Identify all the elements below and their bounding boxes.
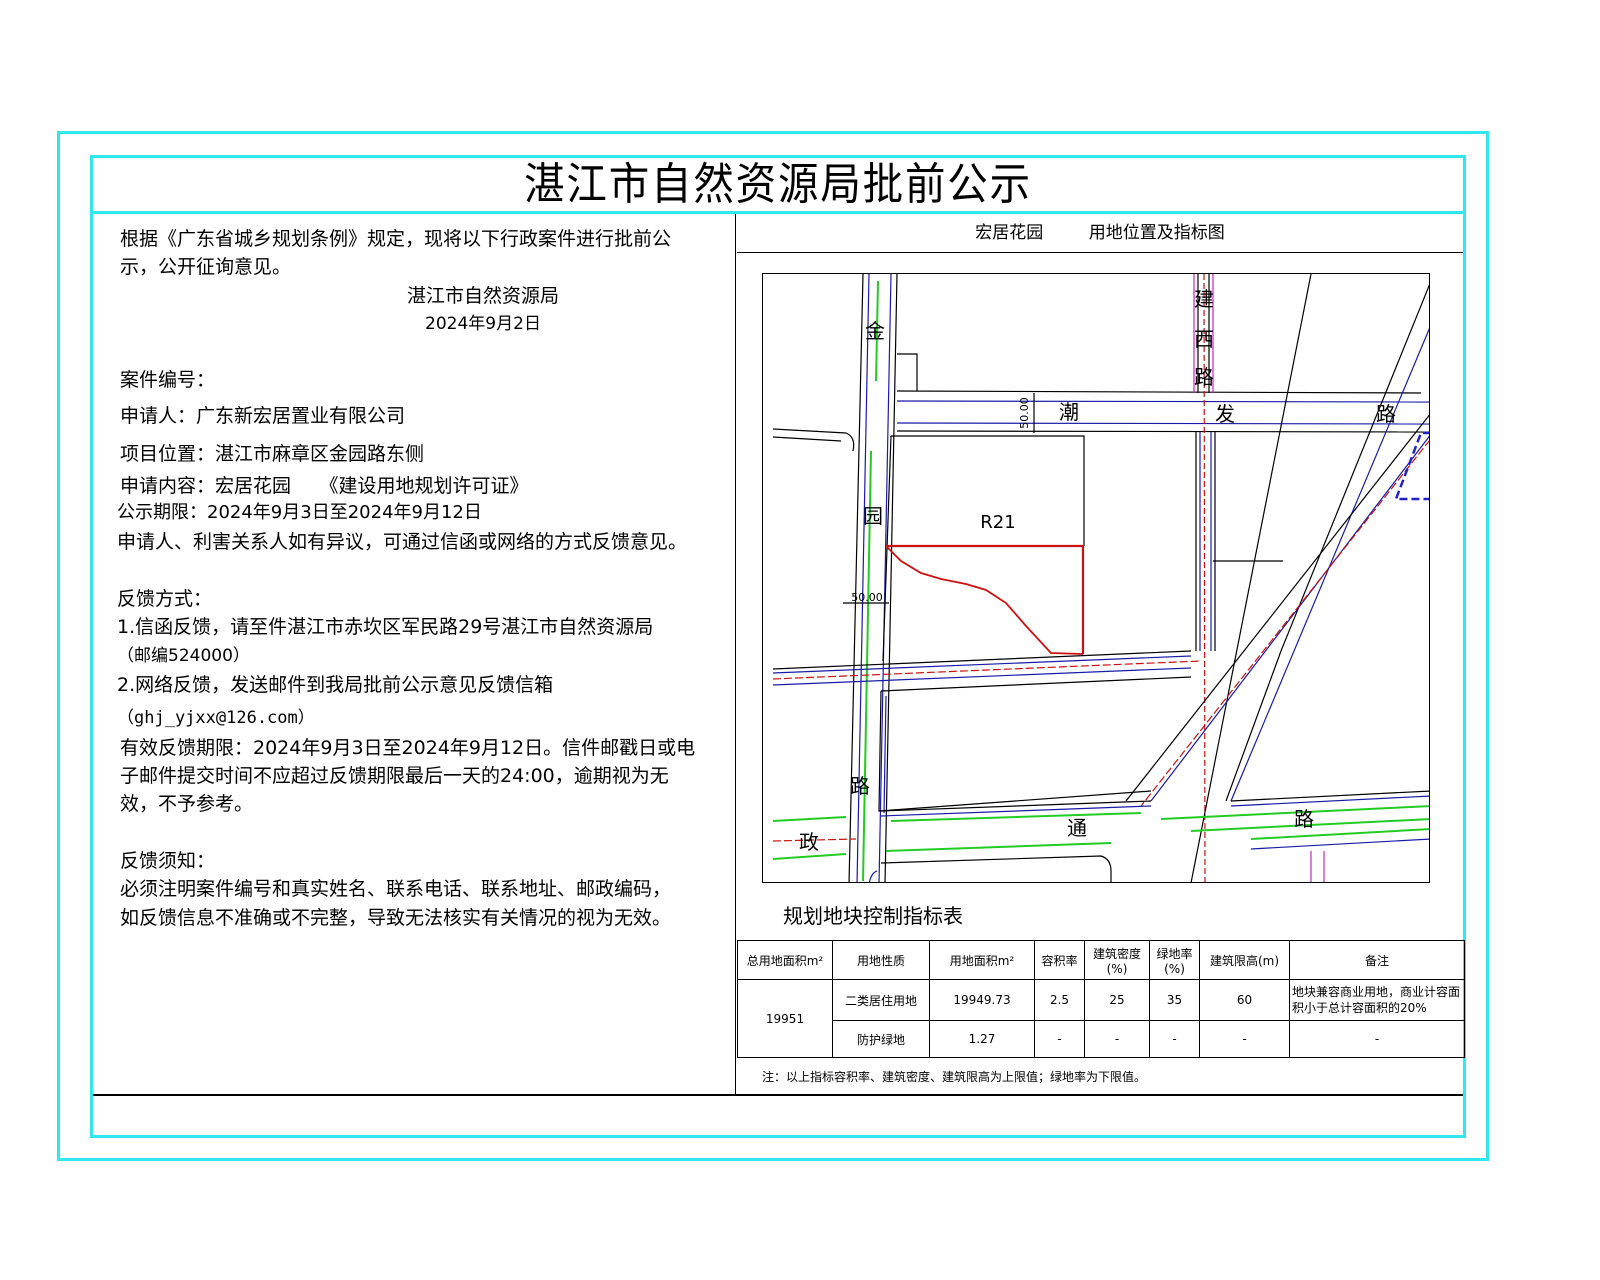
notice-column: [93, 214, 736, 1094]
table-header-row: 总用地面积m² 用地性质 用地面积m² 容积率 建筑密度(%) 绿地率(%) 建…: [737, 940, 1465, 980]
header-land-area: 用地面积m²: [929, 940, 1035, 980]
index-table-title: 规划地块控制指标表: [783, 904, 963, 928]
land-nature: 防护绿地: [832, 1020, 930, 1058]
page-title-row: 湛江市自然资源局批前公示: [93, 158, 1463, 214]
height-limit-value: -: [1199, 1020, 1290, 1058]
svg-text:发: 发: [1215, 402, 1235, 426]
valid-period-3: 效，不予参考。: [120, 793, 254, 815]
objection-text: 申请人、利害关系人如有异议，可通过信函或网络的方式反馈意见。: [117, 531, 688, 553]
land-area: 1.27: [929, 1020, 1035, 1058]
density-value: 25: [1084, 979, 1150, 1021]
case-number-label: 案件编号：: [120, 369, 216, 391]
header-remark: 备注: [1289, 940, 1465, 980]
density-value: -: [1084, 1020, 1150, 1058]
svg-text:园: 园: [863, 504, 883, 528]
remark-value: -: [1289, 1020, 1465, 1058]
outer-frame: [57, 131, 1489, 1161]
header-far: 容积率: [1034, 940, 1085, 980]
svg-text:西: 西: [1194, 327, 1214, 351]
site-plan-map: 金 园 路 建 西 路 潮 发 路 政 通 路 R21 50.00 50.00: [762, 273, 1430, 883]
project-name: 宏居花园: [975, 223, 1044, 243]
notes-heading: 反馈须知：: [120, 850, 216, 872]
intro-line-1: 根据《广东省城乡规划条例》规定，现将以下行政案件进行批前公: [120, 228, 672, 250]
feedback-online: 2.网络反馈，发送邮件到我局批前公示意见反馈信箱: [117, 674, 554, 696]
header-total-area: 总用地面积m²: [737, 940, 833, 980]
land-area: 19949.73: [929, 979, 1035, 1021]
notes-line-2: 如反馈信息不准确或不完整，导致无法核实有关情况的视为无效。: [120, 907, 672, 929]
valid-period-1: 有效反馈期限：2024年9月3日至2024年9月12日。信件邮戳日或电: [120, 737, 696, 759]
green-ratio-value: 35: [1149, 979, 1200, 1021]
feedback-heading: 反馈方式：: [117, 588, 213, 610]
index-table: 总用地面积m² 用地性质 用地面积m² 容积率 建筑密度(%) 绿地率(%) 建…: [737, 940, 1465, 1058]
intro-line-2: 示，公开征询意见。: [120, 256, 292, 278]
svg-text:金: 金: [865, 319, 885, 343]
land-nature: 二类居住用地: [832, 979, 930, 1021]
table-row: 19951 二类居住用地 19949.73 2.5 25 35 60 地块兼容商…: [737, 979, 1465, 1058]
svg-text:路: 路: [1376, 402, 1396, 426]
feedback-mail: 1.信函反馈，请至件湛江市赤坎区军民路29号湛江市自然资源局: [117, 616, 654, 638]
map-title-row: 宏居花园 用地位置及指标图: [737, 214, 1463, 253]
project-location: 项目位置：湛江市麻章区金园路东侧: [120, 443, 425, 465]
feedback-email[interactable]: （ghj_yjxx@126.com）: [117, 708, 315, 728]
svg-text:R21: R21: [980, 512, 1015, 533]
inner-frame: [90, 155, 1466, 1138]
svg-text:路: 路: [1194, 365, 1214, 389]
svg-text:路: 路: [1294, 807, 1314, 831]
application-content: 申请内容：宏居花园 《建设用地规划许可证》: [120, 475, 529, 497]
header-green-ratio: 绿地率(%): [1149, 940, 1200, 980]
feedback-postcode: （邮编524000）: [117, 646, 250, 666]
notes-line-1: 必须注明案件编号和真实姓名、联系电话、联系地址、邮政编码，: [120, 878, 672, 900]
valid-period-2: 子邮件提交时间不应超过反馈期限最后一天的24:00，逾期视为无: [120, 765, 669, 787]
total-area-value: 19951: [737, 979, 833, 1058]
header-density: 建筑密度(%): [1084, 940, 1150, 980]
remark-value: 地块兼容商业用地，商业计容面积小于总计容面积的20%: [1289, 979, 1465, 1021]
site-plan-drawing: 金 园 路 建 西 路 潮 发 路 政 通 路 R21 50.00 50.00: [772, 274, 1429, 882]
svg-text:50.00: 50.00: [851, 591, 883, 604]
svg-text:路: 路: [850, 774, 870, 798]
table-note: 注：以上指标容积率、建筑密度、建筑限高为上限值；绿地率为下限值。: [762, 1070, 1147, 1084]
svg-text:通: 通: [1067, 816, 1087, 840]
svg-text:建: 建: [1194, 287, 1214, 311]
green-ratio-value: -: [1149, 1020, 1200, 1058]
header-land-nature: 用地性质: [832, 940, 930, 980]
height-limit-value: 60: [1199, 979, 1290, 1021]
page-title: 湛江市自然资源局批前公示: [524, 159, 1032, 210]
far-value: -: [1034, 1020, 1085, 1058]
svg-text:潮: 潮: [1059, 400, 1079, 424]
far-value: 2.5: [1034, 979, 1085, 1021]
map-title: 用地位置及指标图: [1088, 223, 1225, 243]
applicant: 申请人：广东新宏居置业有限公司: [120, 405, 406, 427]
issue-date: 2024年9月2日: [425, 314, 541, 334]
table-row: 防护绿地 1.27 - - - - -: [738, 1020, 1465, 1058]
svg-text:50.00: 50.00: [1018, 397, 1031, 429]
issuer: 湛江市自然资源局: [406, 285, 559, 307]
svg-text:政: 政: [799, 830, 819, 854]
publicity-period: 公示期限：2024年9月3日至2024年9月12日: [117, 502, 482, 523]
bottom-divider: [93, 1094, 1463, 1096]
header-height-limit: 建筑限高(m): [1199, 940, 1290, 980]
